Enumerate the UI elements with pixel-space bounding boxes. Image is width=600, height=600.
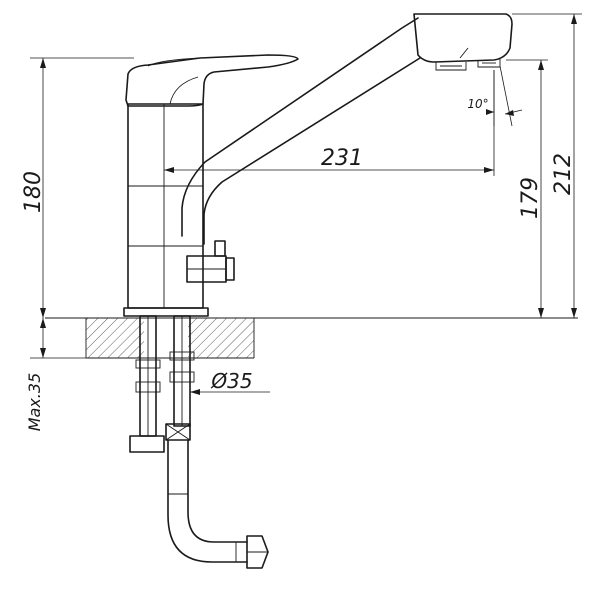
dim-spout-angle xyxy=(486,65,523,127)
filter-valve xyxy=(186,240,235,283)
dim-total-height xyxy=(512,13,582,318)
label-body-height: 180 xyxy=(21,171,46,213)
supply-hoses xyxy=(129,315,269,569)
label-max-thickness: Max.35 xyxy=(25,373,44,432)
label-spout-angle: 10° xyxy=(467,97,488,111)
dim-spout-height xyxy=(506,59,548,318)
dim-body-height xyxy=(30,57,134,318)
dim-mount-diameter xyxy=(190,389,270,395)
lever-handle xyxy=(125,54,299,107)
label-spout-height: 179 xyxy=(518,177,543,219)
faucet-body xyxy=(123,103,209,317)
label-mount-diameter: Ø35 xyxy=(210,369,252,393)
countertop-section xyxy=(85,318,255,359)
dim-countertop-thickness xyxy=(30,318,86,359)
spout xyxy=(181,13,513,245)
label-spout-reach: 231 xyxy=(321,146,363,171)
label-total-height: 212 xyxy=(551,153,576,195)
